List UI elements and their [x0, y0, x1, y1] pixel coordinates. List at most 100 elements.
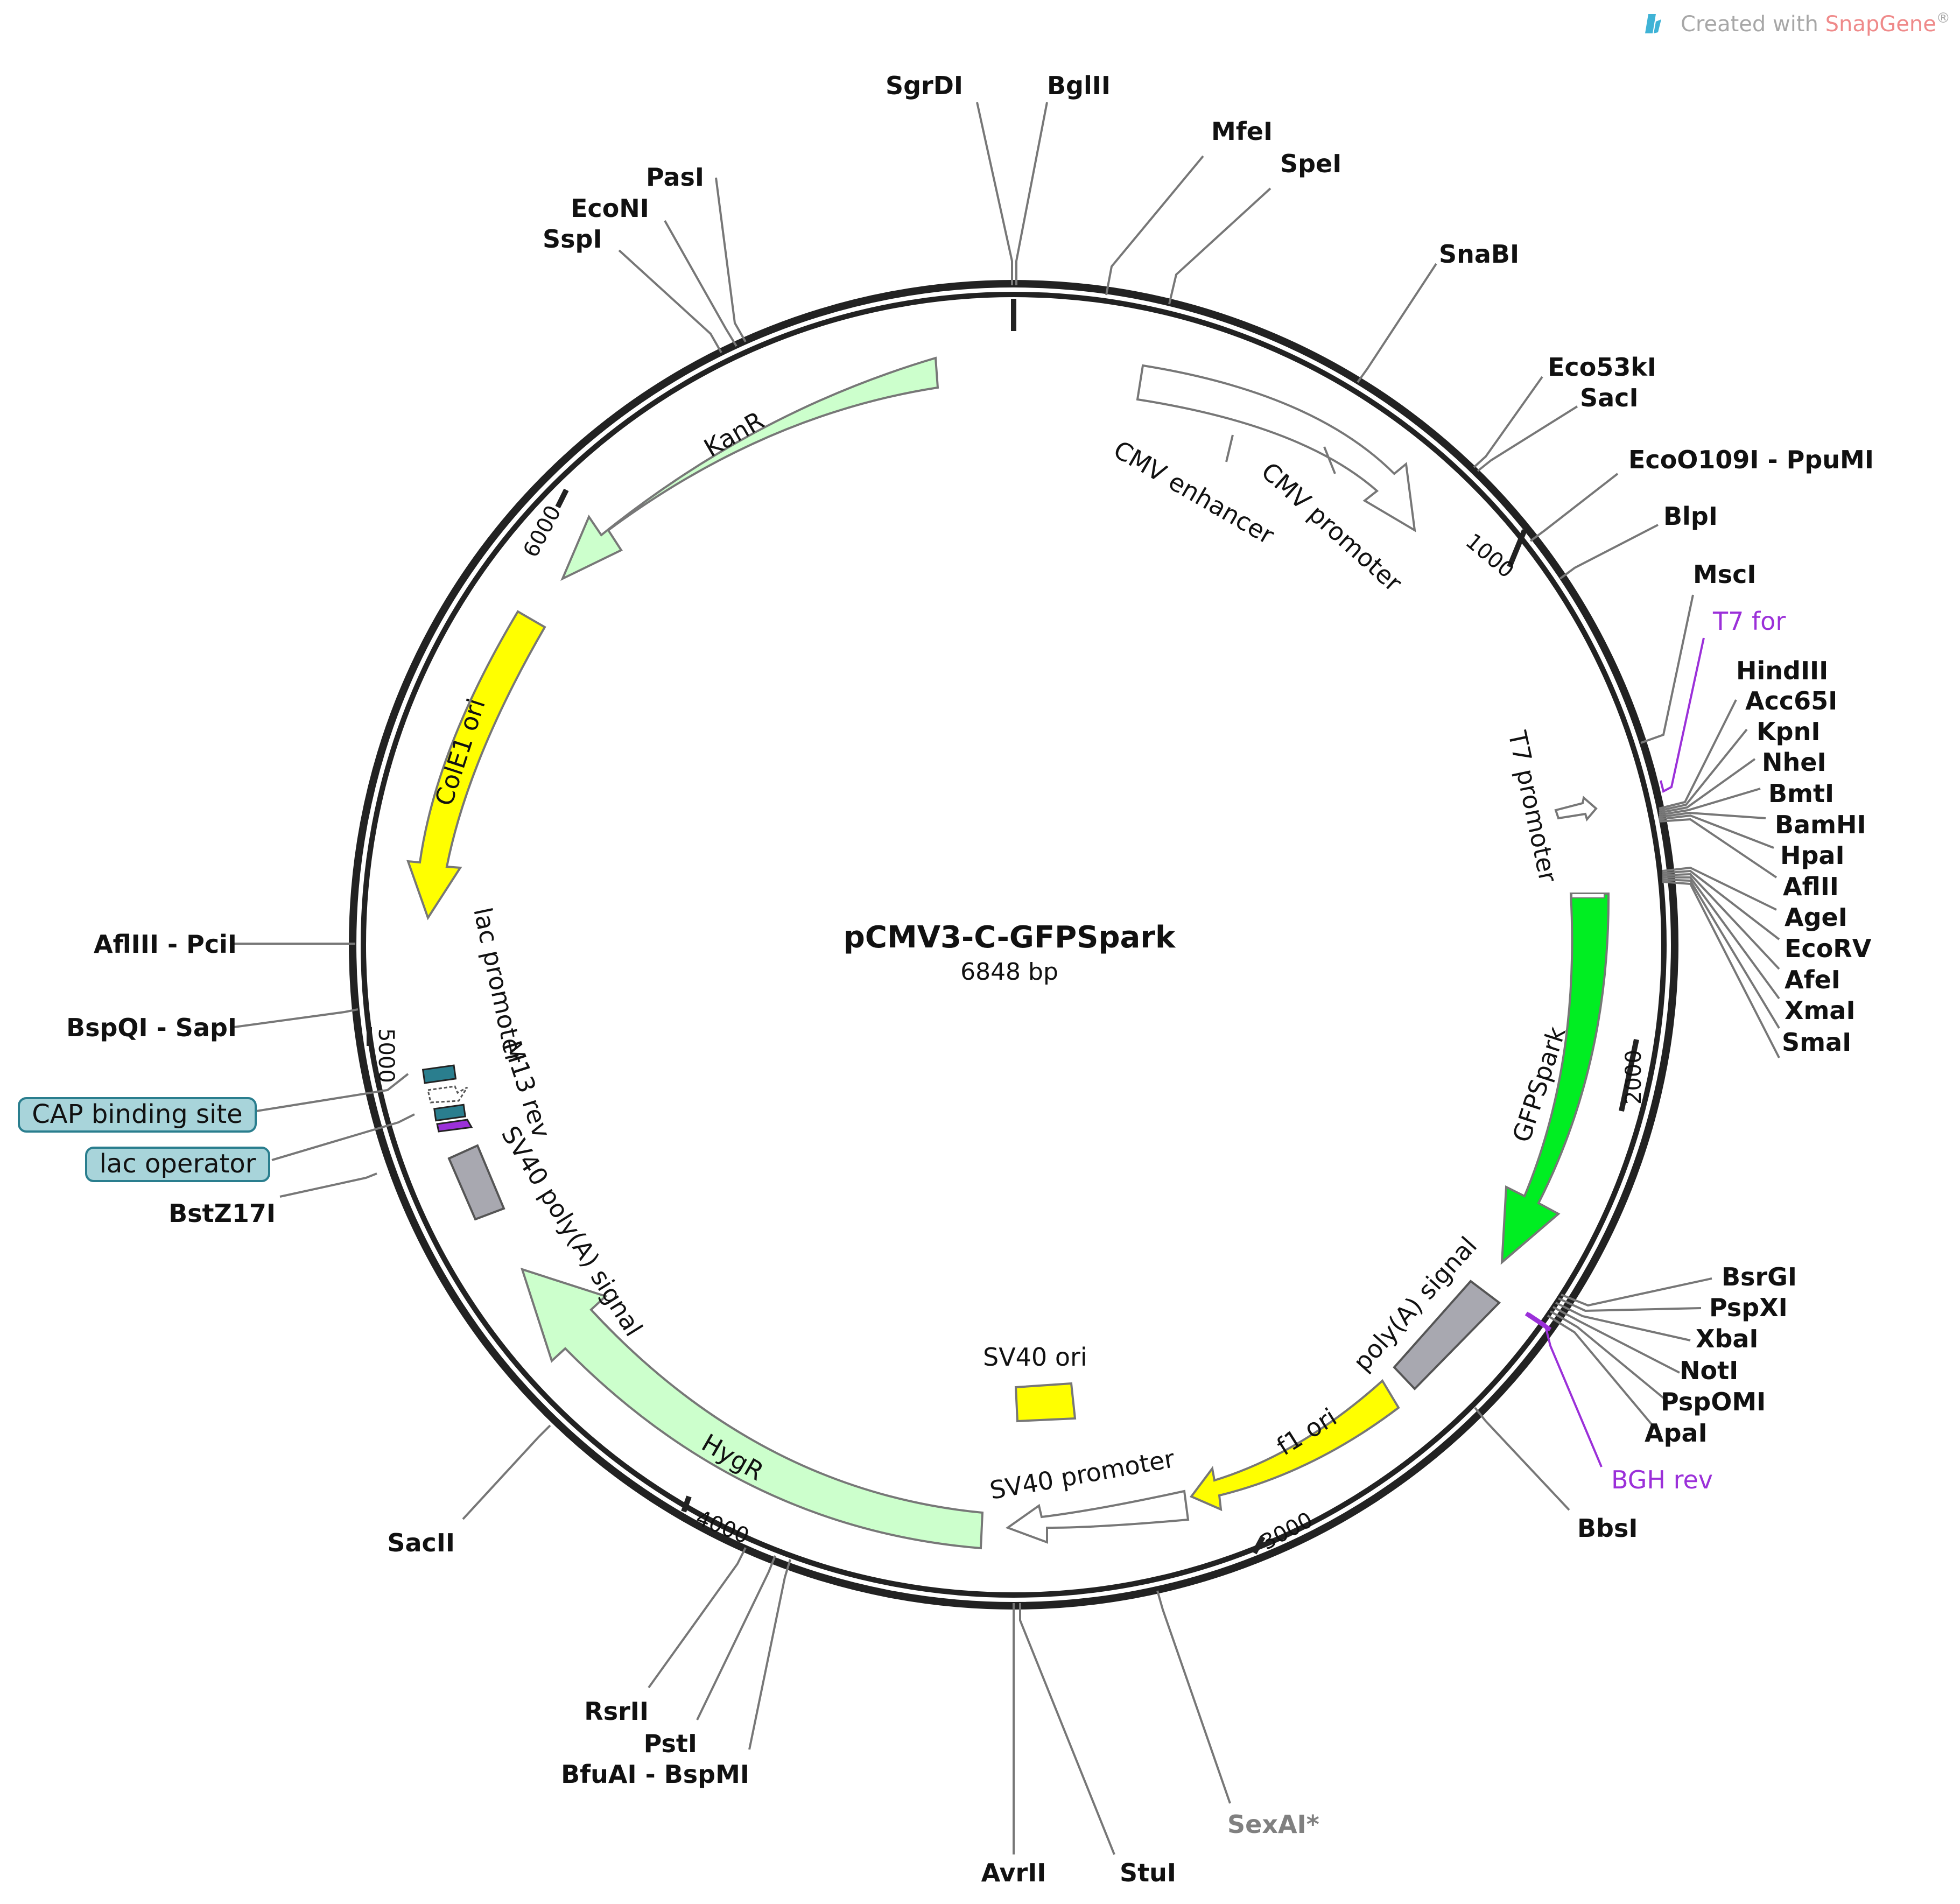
primer-bgh-rev[interactable]: BGH rev — [1611, 1465, 1713, 1494]
plasmid-name: pCMV3-C-GFPSpark — [844, 920, 1176, 955]
site-leaders — [234, 102, 1780, 1855]
site-msci[interactable]: MscI — [1693, 560, 1757, 589]
site-bfuai-bspmi[interactable]: BfuAI - BspMI — [561, 1760, 749, 1789]
polya-feature[interactable] — [1393, 1280, 1501, 1390]
badge-cap-binding-site-label: CAP binding site — [32, 1099, 242, 1129]
tick-1000 — [1507, 529, 1527, 568]
site-apai[interactable]: ApaI — [1645, 1418, 1708, 1448]
tick-4000 — [681, 1495, 692, 1513]
enzyme-labels-right: Eco53kI SacI EcoO109I - PpuMI BlpI MscI … — [1548, 353, 1874, 1543]
badge-lac-operator[interactable]: lac operator — [85, 1147, 270, 1182]
site-econi[interactable]: EcoNI — [571, 194, 649, 223]
site-aflii[interactable]: AflII — [1783, 872, 1839, 901]
site-afei[interactable]: AfeI — [1785, 965, 1840, 994]
site-saci[interactable]: SacI — [1580, 383, 1639, 412]
site-snabi[interactable]: SnaBI — [1439, 240, 1519, 269]
sv40-promoter-feature[interactable] — [1005, 1490, 1190, 1544]
site-rsrii[interactable]: RsrII — [584, 1697, 649, 1726]
site-bstz17i[interactable]: BstZ17I — [168, 1199, 276, 1228]
site-bbsi[interactable]: BbsI — [1577, 1514, 1638, 1543]
gfpspark-feature[interactable] — [1500, 893, 1610, 1265]
site-spei[interactable]: SpeI — [1280, 149, 1341, 178]
site-sgrdi[interactable]: SgrDI — [886, 71, 963, 100]
site-pspomi[interactable]: PspOMI — [1661, 1387, 1766, 1416]
cmv-promoter-leader — [1323, 446, 1336, 474]
site-hpai[interactable]: HpaI — [1780, 841, 1845, 870]
kanr-feature[interactable] — [560, 356, 939, 581]
svg-text:Created with SnapGene®: Created with SnapGene® — [1681, 10, 1950, 37]
site-ecorv[interactable]: EcoRV — [1785, 934, 1872, 963]
site-pasi[interactable]: PasI — [646, 163, 704, 192]
enzyme-labels-bottom: RsrII PstI BfuAI - BspMI AvrII StuI SexA… — [561, 1697, 1319, 1887]
cmv-enhancer-leader — [1225, 434, 1234, 462]
site-kpni[interactable]: KpnI — [1757, 717, 1820, 746]
site-xbai[interactable]: XbaI — [1696, 1324, 1759, 1353]
cmv-feature[interactable] — [1136, 364, 1416, 532]
tick-label-2000: 2000 — [1621, 1050, 1646, 1105]
sv40-promoter-label: SV40 promoter — [988, 1444, 1177, 1505]
snapgene-credit: Created with SnapGene® — [1645, 10, 1950, 37]
sv40-ori-label: SV40 ori — [983, 1343, 1087, 1372]
site-bsrgi[interactable]: BsrGI — [1722, 1262, 1797, 1291]
enzyme-labels-left: AflIII - PciI BspQI - SapI BstZ17I SacII — [66, 930, 455, 1557]
site-sspi[interactable]: SspI — [543, 224, 602, 254]
cmv-enhancer-label: CMV enhancer — [1109, 435, 1280, 550]
f1-ori-feature[interactable] — [1189, 1379, 1400, 1512]
site-xmai[interactable]: XmaI — [1785, 996, 1856, 1025]
site-pspxi[interactable]: PspXI — [1709, 1293, 1788, 1322]
site-bmti[interactable]: BmtI — [1768, 779, 1834, 808]
tick-3000 — [1252, 1535, 1266, 1555]
site-ecoo109i-ppumi[interactable]: EcoO109I - PpuMI — [1628, 445, 1874, 474]
credit-prefix: Created with — [1681, 12, 1825, 37]
site-bglii[interactable]: BglII — [1047, 71, 1111, 100]
site-stui[interactable]: StuI — [1120, 1858, 1176, 1887]
badge-cap-binding-site[interactable]: CAP binding site — [18, 1097, 257, 1133]
t7-for-marker — [1660, 637, 1705, 793]
tick-marks — [367, 299, 1639, 1555]
credit-brand: SnapGene — [1825, 12, 1936, 37]
credit-suffix: ® — [1936, 10, 1950, 26]
site-blpi[interactable]: BlpI — [1663, 502, 1718, 531]
site-sacii[interactable]: SacII — [387, 1528, 455, 1557]
feature-badges: CAP binding site lac operator — [18, 1073, 415, 1182]
t7-promoter-label: T7 promoter — [1502, 728, 1563, 884]
tick-label-5000: 5000 — [374, 1028, 398, 1083]
site-smai[interactable]: SmaI — [1782, 1028, 1851, 1057]
sv40-ori-feature[interactable] — [1014, 1382, 1077, 1423]
site-nhei[interactable]: NheI — [1762, 748, 1826, 777]
tick-6000 — [555, 488, 569, 509]
enzyme-labels-top: SgrDI BglII MfeI SpeI SnaBI PasI EcoNI S… — [543, 71, 1519, 269]
primer-t7-for[interactable]: T7 for — [1712, 607, 1786, 636]
site-mfei[interactable]: MfeI — [1211, 117, 1273, 146]
site-eco53ki[interactable]: Eco53kI — [1548, 353, 1656, 382]
bgh-rev-marker — [1528, 1312, 1603, 1467]
kanr-label: KanR — [699, 405, 769, 462]
cap-binding-site-feature[interactable] — [421, 1064, 457, 1084]
plasmid-size: 6848 bp — [960, 958, 1058, 986]
badge-lac-operator-label: lac operator — [100, 1149, 256, 1179]
snapgene-logo-icon — [1645, 14, 1661, 33]
site-psti[interactable]: PstI — [644, 1729, 697, 1758]
tick-2000 — [1619, 1038, 1639, 1112]
site-sexai[interactable]: SexAI* — [1227, 1810, 1319, 1839]
site-hindiii[interactable]: HindIII — [1736, 656, 1828, 685]
colei-ori-feature[interactable] — [406, 610, 546, 921]
site-afliii-pcii[interactable]: AflIII - PciI — [94, 930, 237, 959]
m13-rev-feature[interactable] — [436, 1119, 473, 1133]
primer-markers — [1525, 637, 1705, 1467]
tick-label-6000: 6000 — [518, 502, 566, 561]
site-bspqi-sapi[interactable]: BspQI - SapI — [66, 1013, 237, 1042]
t7-promoter-feature[interactable] — [1554, 796, 1598, 822]
sv40-polya-feature[interactable] — [447, 1144, 505, 1221]
m13-rev-label: M13 rev — [498, 1037, 557, 1142]
lac-operator-feature[interactable] — [433, 1104, 466, 1122]
hygr-feature[interactable] — [520, 1267, 984, 1550]
plasmid-title: pCMV3-C-GFPSpark 6848 bp — [844, 920, 1176, 986]
site-bamhi[interactable]: BamHI — [1775, 810, 1866, 839]
site-acc65i[interactable]: Acc65I — [1745, 686, 1837, 715]
site-agei[interactable]: AgeI — [1785, 903, 1847, 932]
lac-promoter-feature[interactable] — [427, 1085, 468, 1104]
site-noti[interactable]: NotI — [1680, 1356, 1738, 1385]
site-avrii[interactable]: AvrII — [981, 1858, 1046, 1887]
